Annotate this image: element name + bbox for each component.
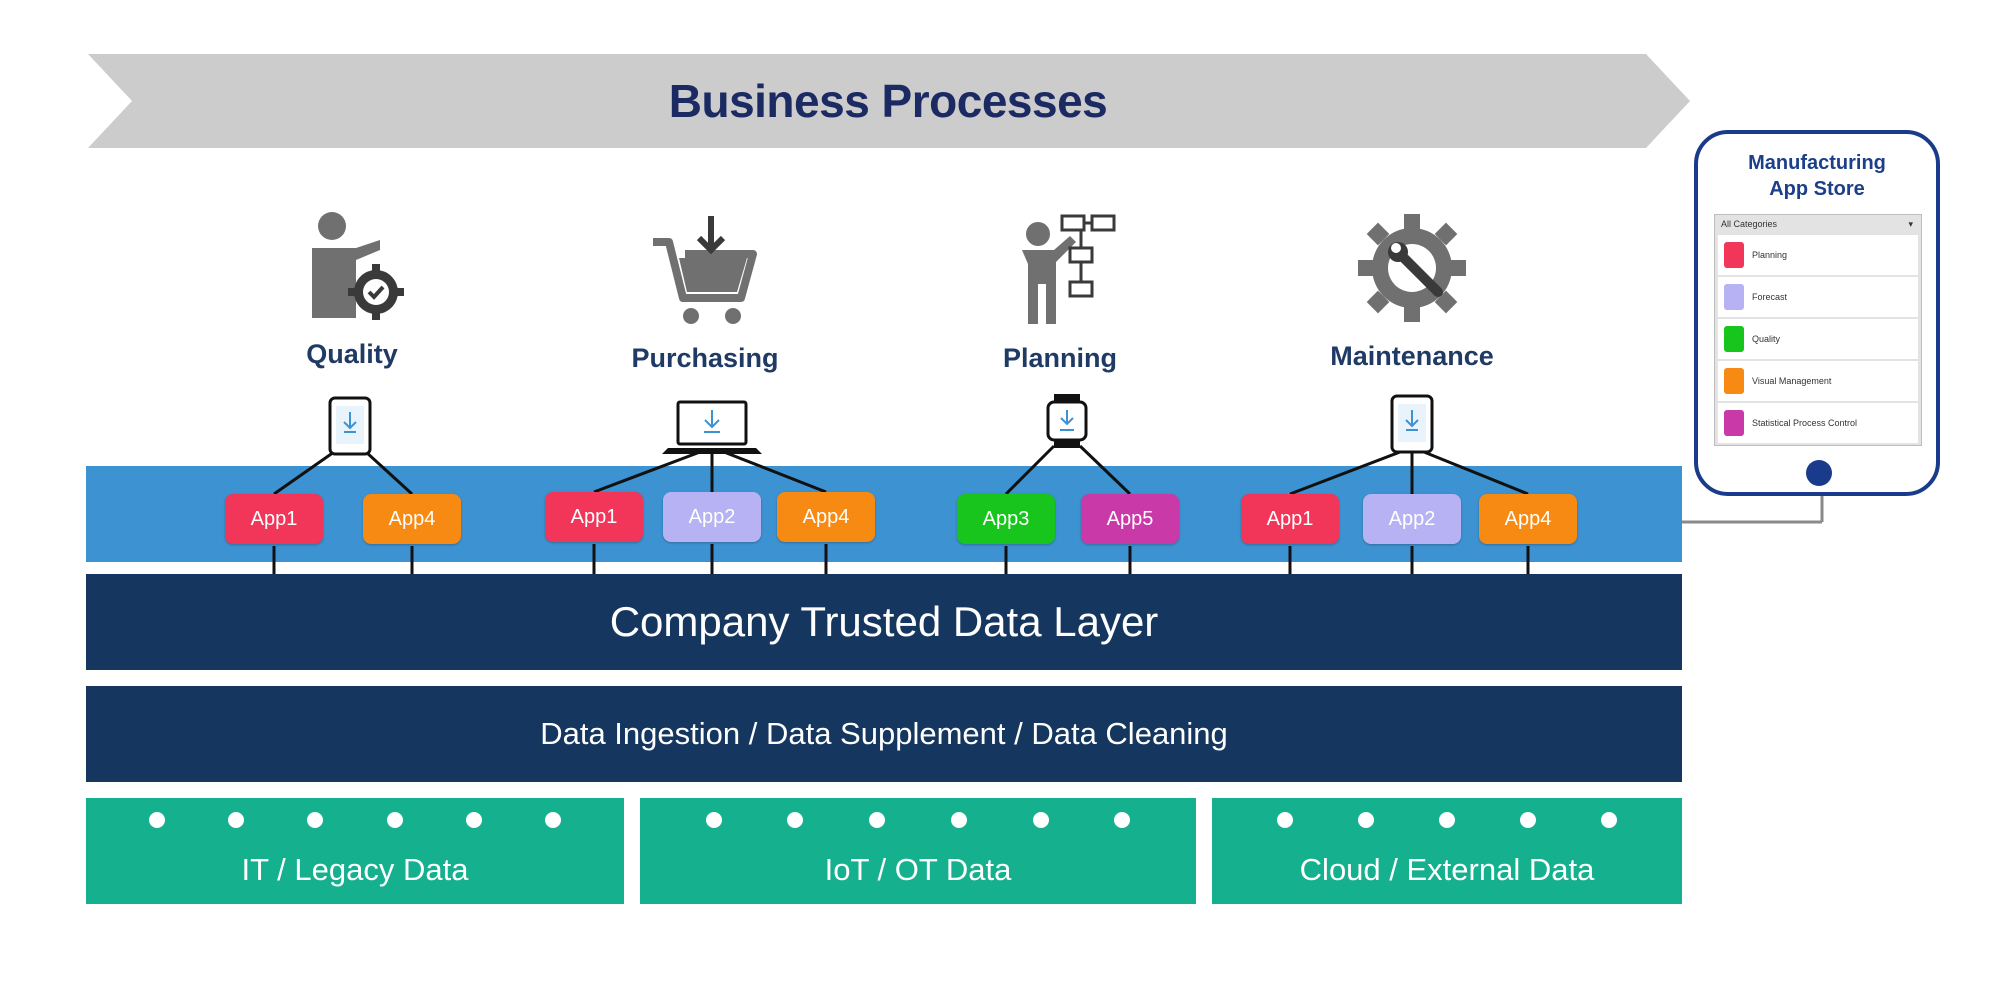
gear-wrench-icon [1358,214,1466,322]
app-store-item[interactable]: Planning [1718,235,1918,275]
trusted-data-layer: Company Trusted Data Layer [86,574,1682,670]
source-label: Cloud / External Data [1299,852,1595,887]
app-store-item[interactable]: Statistical Process Control [1718,403,1918,443]
source-label: IT / Legacy Data [241,852,469,887]
app-tile-planning-2[interactable]: App5 [1081,494,1179,544]
app-badge-icon [1724,368,1744,394]
quality-person-gear-icon [312,212,404,320]
app-store-item-label: Forecast [1752,292,1788,302]
source-it-legacy: IT / Legacy Data [86,798,624,904]
app-badge-icon [1724,410,1744,436]
app-store-item-label: Visual Management [1752,376,1832,386]
banner-title: Business Processes [668,75,1108,127]
smartwatch-icon [1046,394,1088,448]
app-tile-purchasing-3[interactable]: App4 [777,492,875,542]
source-iot-ot: IoT / OT Data [640,798,1196,904]
tablet-icon [328,396,372,456]
process-planning: Planning [930,212,1190,374]
app-store-item-label: Quality [1752,334,1781,344]
app-tile-maintenance-1[interactable]: App1 [1241,494,1339,544]
app-store-title: Manufacturing App Store [1698,150,1936,202]
app-store-title-line1: Manufacturing [1748,152,1886,174]
app-store-item[interactable]: Quality [1718,319,1918,359]
laptop-icon [662,400,762,454]
app-badge-icon [1724,242,1744,268]
process-quality: Quality [222,208,482,370]
business-processes-banner [88,54,1690,148]
app-tile-purchasing-1[interactable]: App1 [545,492,643,542]
app-tile-quality-2[interactable]: App4 [363,494,461,544]
shopping-cart-icon [653,216,757,324]
app-store-category-header[interactable]: All Categories ▾ [1715,215,1921,233]
app-store-item[interactable]: Forecast [1718,277,1918,317]
app-tile-purchasing-2[interactable]: App2 [663,492,761,542]
app-store-item-label: Statistical Process Control [1752,418,1858,428]
app-tile-maintenance-2[interactable]: App2 [1363,494,1461,544]
app-store-item[interactable]: Visual Management [1718,361,1918,401]
process-label: Planning [1003,343,1117,373]
tablet-icon [1390,394,1434,454]
planning-person-flowchart-icon [1022,214,1116,324]
app-store-item-label: Planning [1752,250,1788,260]
app-store-phone: Manufacturing App Store All Categories ▾… [1694,130,1940,496]
phone-home-button[interactable] [1806,460,1832,486]
process-label: Maintenance [1330,341,1494,371]
chevron-down-icon: ▾ [1908,219,1913,229]
app-store-title-line2: App Store [1769,178,1865,200]
app-badge-icon [1724,326,1744,352]
source-label: IoT / OT Data [824,852,1012,887]
data-ingestion-layer: Data Ingestion / Data Supplement / Data … [86,686,1682,782]
process-purchasing: Purchasing [575,212,835,374]
source-cloud-external: Cloud / External Data [1212,798,1682,904]
app-tile-quality-1[interactable]: App1 [225,494,323,544]
process-maintenance: Maintenance [1282,210,1542,372]
app-tile-maintenance-3[interactable]: App4 [1479,494,1577,544]
process-label: Quality [306,339,398,369]
process-label: Purchasing [631,343,779,373]
app-tile-planning-1[interactable]: App3 [957,494,1055,544]
app-store-category-label: All Categories [1721,219,1778,229]
app-badge-icon [1724,284,1744,310]
